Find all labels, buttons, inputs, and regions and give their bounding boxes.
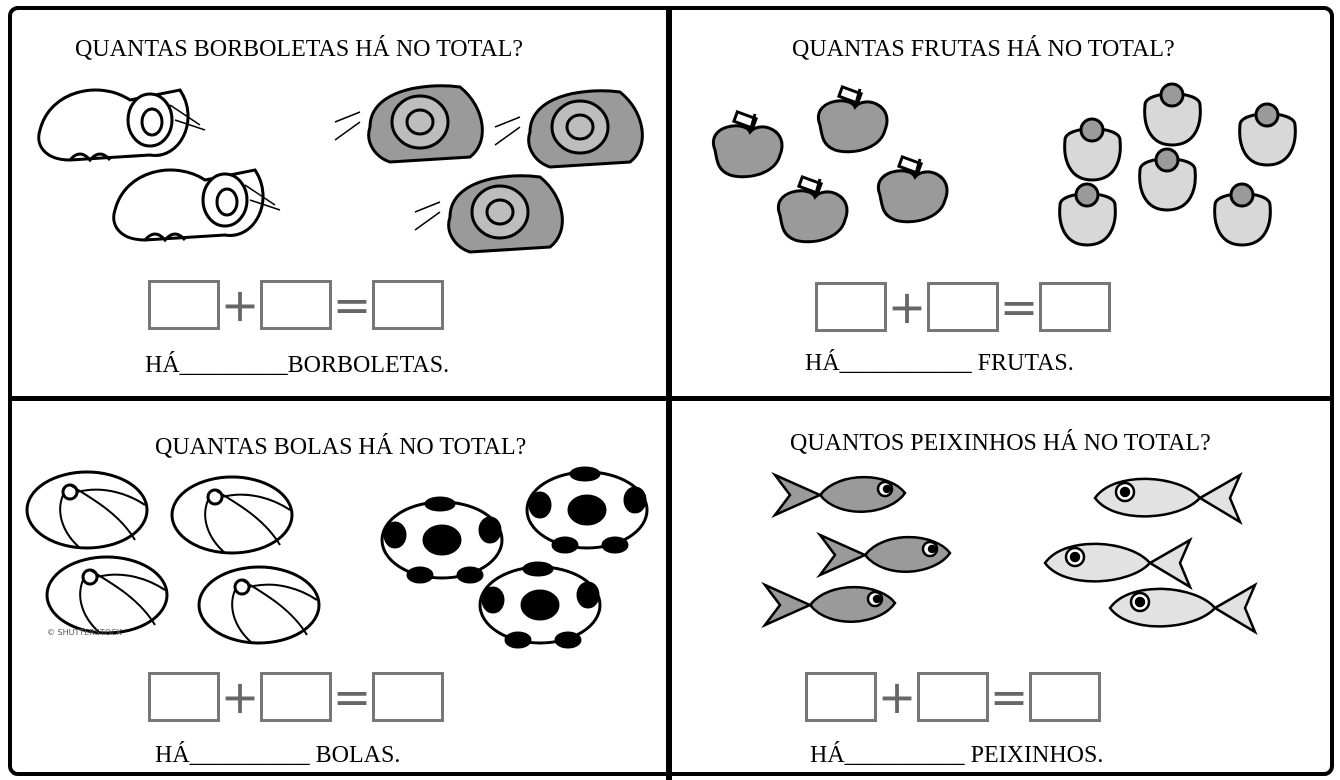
answer-suffix: FRUTAS. [971,350,1074,376]
answer-line: HÁ__________ PEIXINHOS. [810,742,1103,769]
soccer-ball-icon [478,561,602,649]
plus-sign: + [220,278,260,332]
vertical-divider [666,6,672,780]
pears-group [1058,82,1297,247]
beach-ball-icon [25,470,149,550]
horizontal-divider [8,396,1334,401]
soccer-balls-group [380,466,649,649]
answer-line: HÁ_________BORBOLETAS. [145,352,449,379]
addend-box-1[interactable] [805,672,877,722]
fruit-light-icon [1143,82,1202,147]
addition-equation: + = [148,280,444,330]
addend-box-2[interactable] [260,672,332,722]
equals-sign: = [999,280,1039,334]
fish-light-icon [1093,472,1243,526]
butterfly-outline-icon [37,88,206,163]
fruit-light-icon [1213,182,1272,247]
apples-group [711,84,949,244]
soccer-ball-icon [380,496,504,584]
butterfly-gray-icon [414,174,564,254]
answer-suffix: BORBOLETAS. [287,352,450,378]
answer-prefix: HÁ [805,350,840,376]
addition-equation: + = [815,282,1111,332]
fish-light-icon [1108,582,1258,636]
light-fish-group [1043,472,1258,636]
addend-box-1[interactable] [148,672,220,722]
fish-gray-icon [761,581,897,629]
answer-prefix: HÁ [155,742,190,768]
equals-sign: = [989,670,1029,724]
answer-blank[interactable]: ___________ [839,350,972,376]
sum-box[interactable] [372,280,444,330]
equals-sign: = [332,670,372,724]
beach-ball-icon [170,475,294,555]
fruit-light-icon [1138,147,1197,212]
apple-icon [776,174,849,244]
plus-sign: + [877,670,917,724]
plus-sign: + [220,670,260,724]
apple-icon [816,84,889,154]
apple-icon [876,154,949,224]
fish-gray-icon [771,471,907,519]
sum-box[interactable] [1039,282,1111,332]
answer-blank[interactable]: __________ [189,742,310,768]
butterflies-group-right [334,84,644,254]
answer-blank[interactable]: _________ [179,352,288,378]
fish-light-icon [1043,537,1193,591]
sum-box[interactable] [1029,672,1101,722]
answer-suffix: PEIXINHOS. [964,742,1104,768]
watermark: © SHUTTERSTOCK [47,628,123,637]
plus-sign: + [887,280,927,334]
fish-gray-icon [816,531,952,579]
butterfly-gray-icon [334,84,484,164]
soccer-ball-icon [525,466,649,554]
fruit-light-icon [1238,102,1297,167]
answer-prefix: HÁ [145,352,180,378]
equals-sign: = [332,278,372,332]
fruit-light-icon [1063,117,1122,182]
question-text: QUANTAS BORBOLETAS HÁ NO TOTAL? [75,36,524,62]
question-text: QUANTAS FRUTAS HÁ NO TOTAL? [792,36,1175,62]
addition-equation: + = [148,672,444,722]
butterfly-outline-icon [112,168,281,243]
answer-blank[interactable]: __________ [844,742,965,768]
butterfly-gray-icon [494,89,644,169]
butterflies-group-left [37,88,281,243]
addend-box-2[interactable] [927,282,999,332]
addend-box-2[interactable] [917,672,989,722]
sum-box[interactable] [372,672,444,722]
answer-line: HÁ___________ FRUTAS. [805,350,1074,377]
beach-balls-group: © SHUTTERSTOCK [25,470,321,645]
addition-equation: + = [805,672,1101,722]
addend-box-2[interactable] [260,280,332,330]
question-text: QUANTAS BOLAS HÁ NO TOTAL? [155,434,527,460]
beach-ball-icon [197,565,321,645]
addend-box-1[interactable] [815,282,887,332]
answer-line: HÁ__________ BOLAS. [155,742,400,769]
beach-ball-icon [45,555,169,635]
answer-prefix: HÁ [810,742,845,768]
question-text: QUANTOS PEIXINHOS HÁ NO TOTAL? [790,430,1211,456]
addend-box-1[interactable] [148,280,220,330]
apple-icon [711,109,784,179]
fruit-light-icon [1058,182,1117,247]
answer-suffix: BOLAS. [309,742,401,768]
gray-fish-group [761,471,952,629]
